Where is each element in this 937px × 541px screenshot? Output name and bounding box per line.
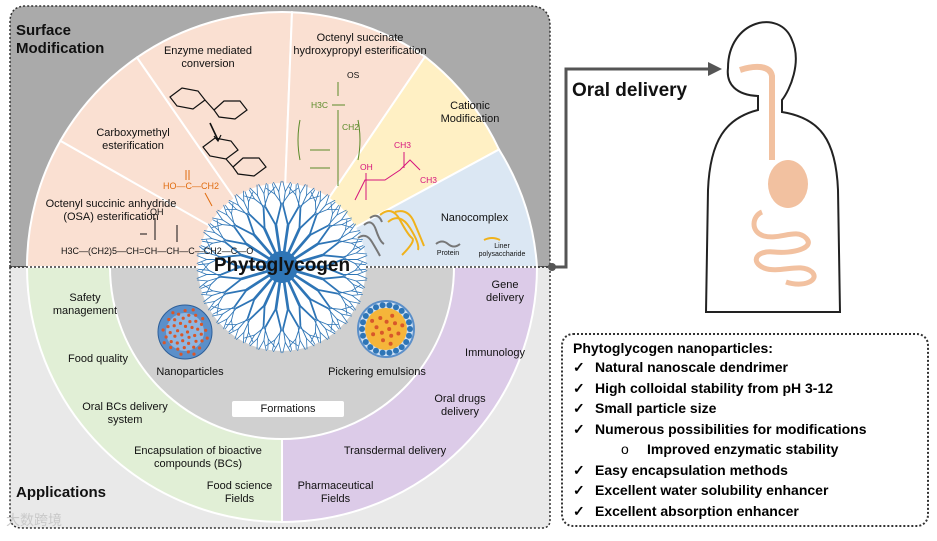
hp-h3c-text: H3C: [311, 100, 328, 110]
cationic-label: Cationic Modification: [425, 100, 515, 126]
feature-item: ✓Numerous possibilities for modification…: [573, 419, 917, 440]
pharma-item-oral-drugs: Oral drugs delivery: [420, 393, 500, 419]
pharma-item-immunology: Immunology: [455, 347, 535, 360]
nanoparticle-icon: [158, 305, 212, 359]
pickering-emulsion-icon: [358, 301, 414, 357]
pharma-item-gene: Gene delivery: [475, 279, 535, 305]
osa-label: Octenyl succinic anhydride (OSA) esterif…: [36, 198, 186, 224]
pharma-item-transdermal: Transdermal delivery: [335, 445, 455, 458]
food-item-quality: Food quality: [48, 353, 148, 366]
protein-legend-label: Protein: [432, 250, 464, 258]
applications-title: Applications: [16, 484, 106, 502]
pharmaceutical-field-label: Pharmaceutical Fields: [288, 480, 383, 506]
feature-item: ✓Small particle size: [573, 398, 917, 419]
surface-title: Surface Modification: [16, 22, 104, 58]
food-item-encapsulation: Encapsulation of bioactive compounds (BC…: [118, 445, 278, 471]
feature-item: ✓High colloidal stability from pH 3-12: [573, 378, 917, 399]
food-item-oral-bcs: Oral BCs delivery system: [70, 401, 180, 427]
nanoparticles-label: Nanoparticles: [150, 366, 230, 379]
carboxy-text: HO—C—CH2: [163, 181, 219, 191]
hp-os-text: OS: [347, 70, 360, 80]
formations-title: Formations: [232, 403, 344, 416]
cationic-ch3-bot-text: CH3: [420, 175, 437, 185]
feature-item: ✓Natural nanoscale dendrimer: [573, 357, 917, 378]
hp-ch2-text: CH2: [342, 122, 359, 132]
stomach: [768, 160, 808, 208]
cationic-ch3-top-text: CH3: [394, 140, 411, 150]
enzyme-label: Enzyme mediated conversion: [148, 45, 268, 71]
center-label: Phytoglycogen: [212, 255, 352, 278]
feature-item: ✓Excellent absorption enhancer: [573, 501, 917, 522]
oral-delivery-label: Oral delivery: [572, 80, 687, 103]
polysaccharide-legend-label: Liner polysaccharide: [470, 243, 534, 260]
pickering-label: Pickering emulsions: [312, 366, 442, 379]
human-body-icon: [706, 22, 840, 312]
feature-item: ✓Excellent water solubility enhancer: [573, 480, 917, 501]
hydroxypropyl-label: Octenyl succinate hydroxypropyl esterifi…: [285, 32, 435, 58]
features-heading: Phytoglycogen nanoparticles:: [573, 340, 917, 356]
cationic-oh-text: OH: [360, 162, 373, 172]
feature-item: ✓Easy encapsulation methods: [573, 460, 917, 481]
features-list: ✓Natural nanoscale dendrimer ✓High collo…: [573, 357, 917, 521]
carboxymethyl-label: Carboxymethyl esterification: [73, 127, 193, 153]
watermark: 大数跨境: [6, 510, 62, 530]
features-panel: Phytoglycogen nanoparticles: ✓Natural na…: [561, 333, 929, 527]
food-item-safety: Safety management: [40, 292, 130, 318]
food-science-field-label: Food science Fields: [192, 480, 287, 506]
nanocomplex-label: Nanocomplex: [432, 212, 517, 225]
